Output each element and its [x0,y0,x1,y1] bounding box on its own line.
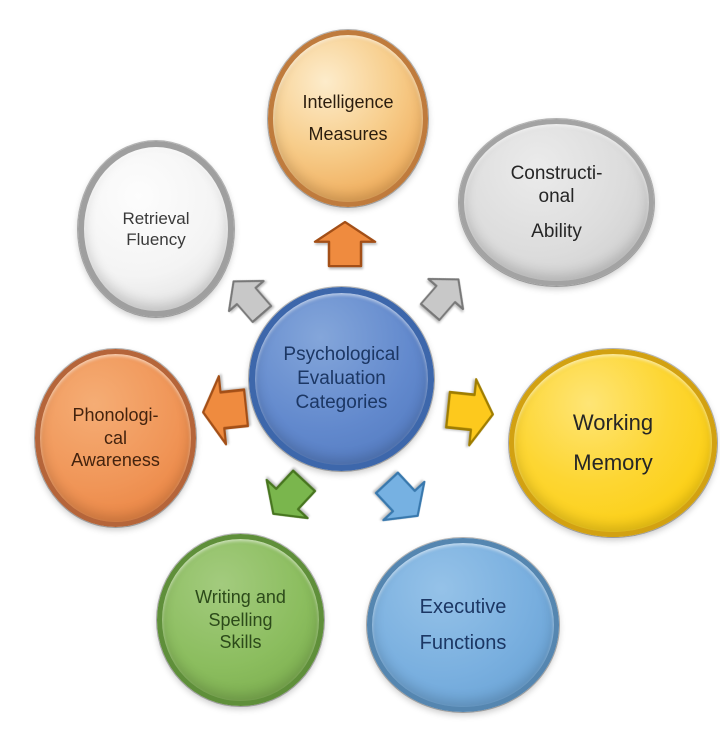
node-phonological-awareness: Phonologi- cal Awareness [35,349,196,527]
up-arrow-icon [313,220,377,268]
down-right-arrow-icon [366,463,438,535]
up-right-arrow-icon [412,264,476,327]
node-label: Writing and Spelling Skills [195,587,286,653]
node-psychological-evaluation-categories: Psychological Evaluation Categories [249,287,434,471]
node-label: Psychological Evaluation Categories [283,344,400,413]
node-intelligence-measures: Intelligence Measures [268,30,428,207]
left-arrow-icon [200,374,251,446]
node-label: Functions [419,631,507,654]
node-working-memory: Working Memory [509,349,717,537]
node-label: Measures [308,124,388,145]
node-constructional-ability: Constructi- onal Ability [459,119,654,286]
node-retrieval-fluency: Retrieval Fluency [78,141,234,317]
down-left-arrow-icon [253,461,325,533]
node-label: Executive [419,595,507,618]
node-writing-spelling-skills: Writing and Spelling Skills [157,534,324,706]
node-label: Ability [531,220,582,242]
node-label: Intelligence [302,92,394,113]
node-label: Memory [573,450,653,476]
node-label: Retrieval Fluency [122,208,190,249]
up-left-arrow-icon [216,266,280,329]
node-label: Phonologi- cal Awareness [71,405,160,471]
node-label: Working [572,410,654,436]
right-arrow-icon [444,377,497,447]
node-label: Constructi- onal [510,162,603,208]
node-executive-functions: Executive Functions [367,538,559,712]
